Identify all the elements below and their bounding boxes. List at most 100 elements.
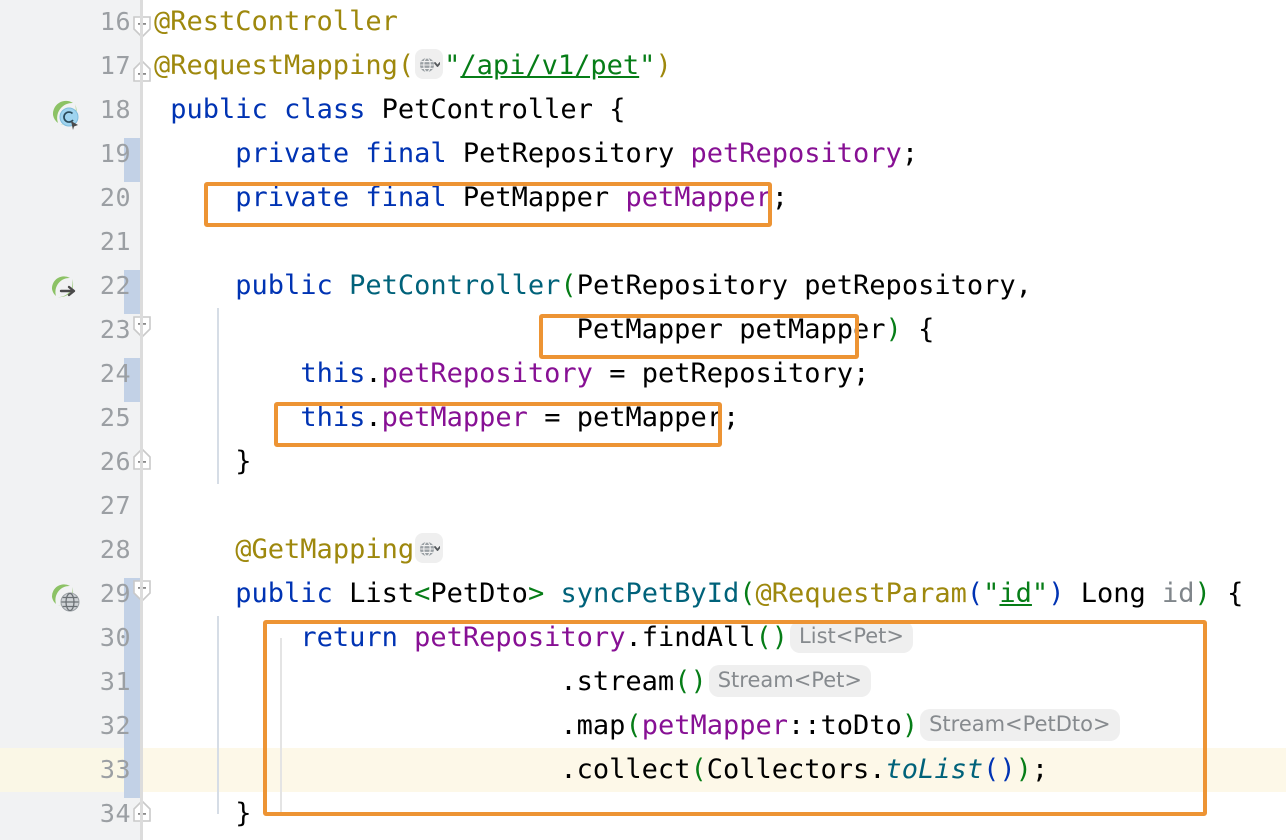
brace-open: {	[609, 94, 626, 125]
code-line-18[interactable]: public class PetController {	[154, 88, 625, 132]
type-petrepository[interactable]: PetRepository	[462, 138, 675, 169]
web-reference-globe-badge[interactable]	[415, 49, 444, 79]
paren-close: )	[901, 710, 919, 741]
line-number: 27	[99, 491, 131, 520]
line-number: 34	[99, 799, 131, 828]
field-petmapper[interactable]: petMapper	[381, 402, 528, 433]
spring-bean-class-icon[interactable]	[49, 98, 81, 130]
code-line-31[interactable]: .stream()Stream<Pet>	[154, 660, 871, 704]
constructor-name-petcontroller[interactable]: PetController	[349, 270, 561, 301]
brace-open: {	[918, 314, 935, 345]
comma: ,	[1015, 270, 1032, 301]
class-collectors[interactable]: Collectors	[706, 754, 870, 785]
web-reference-globe-badge[interactable]	[415, 533, 444, 563]
code-line-34[interactable]: }	[154, 792, 252, 836]
code-line-19[interactable]: private final PetRepository petRepositor…	[154, 132, 918, 176]
param-petmapper[interactable]: petMapper	[576, 402, 724, 433]
method-call-collect[interactable]: collect	[576, 754, 691, 785]
code-line-25[interactable]: this.petMapper = petMapper;	[154, 396, 739, 440]
line-number: 16	[99, 7, 131, 36]
static-method-tolist[interactable]: toList	[885, 754, 984, 785]
line-number: 25	[99, 403, 131, 432]
generic-type-petdto[interactable]: PetDto	[430, 578, 528, 609]
code-line-29[interactable]: public List<PetDto> syncPetById(@Request…	[154, 572, 1243, 616]
brace-open: {	[1227, 578, 1244, 609]
param-type-petmapper[interactable]: PetMapper	[576, 314, 723, 345]
field-petrepository[interactable]: petRepository	[381, 358, 593, 389]
keyword-class: class	[284, 94, 366, 125]
code-line-20[interactable]: private final PetMapper petMapper;	[154, 176, 788, 220]
field-petmapper[interactable]: petMapper	[641, 710, 789, 741]
paren-close: )	[1015, 754, 1032, 785]
param-petrepository[interactable]: petRepository	[641, 358, 854, 389]
class-name-petcontroller[interactable]: PetController	[381, 94, 593, 125]
inlay-hint-type[interactable]: Stream<PetDto>	[920, 709, 1120, 741]
code-line-26[interactable]: }	[154, 440, 252, 484]
semicolon: ;	[901, 138, 919, 169]
field-petmapper[interactable]: petMapper	[625, 182, 772, 213]
paren-open: (	[625, 710, 642, 741]
paren-open: (	[690, 754, 707, 785]
dot: .	[365, 358, 382, 389]
caret-line-highlight	[0, 748, 1286, 792]
line-number: 17	[99, 51, 131, 80]
semicolon: ;	[1031, 754, 1049, 785]
code-line-22[interactable]: public PetController(PetRepository petRe…	[154, 264, 1032, 308]
line-number: 20	[99, 183, 131, 212]
code-text-area[interactable]: @RestController @RequestMapping("/api/v1…	[143, 0, 1286, 840]
vcs-change-marker[interactable]	[124, 138, 140, 182]
keyword-private: private	[235, 138, 350, 169]
editor-gutter[interactable]: 16 17 18 19 20 21 22 23 24 25 26 27 28 2…	[0, 0, 151, 840]
indent-guide	[217, 308, 219, 484]
inlay-hint-type[interactable]: List<Pet>	[790, 621, 914, 653]
vcs-change-marker[interactable]	[124, 270, 140, 314]
code-line-32[interactable]: .map(petMapper::toDto)Stream<PetDto>	[154, 704, 1120, 748]
generic-close: >	[527, 578, 545, 609]
type-petmapper[interactable]: PetMapper	[462, 182, 610, 213]
code-line-16[interactable]: @RestController	[154, 0, 398, 44]
paren-open: (	[560, 270, 577, 301]
param-type-petrepository[interactable]: PetRepository	[576, 270, 789, 301]
brace-close: }	[235, 798, 252, 829]
line-number: 24	[99, 359, 131, 388]
field-petrepository[interactable]: petRepository	[690, 138, 902, 169]
line-number: 23	[99, 315, 131, 344]
code-line-17[interactable]: @RequestMapping("/api/v1/pet")	[154, 44, 672, 88]
code-line-24[interactable]: this.petRepository = petRepository;	[154, 352, 869, 396]
keyword-this: this	[300, 358, 366, 389]
param-type-long[interactable]: Long	[1080, 578, 1146, 609]
method-call-stream[interactable]: stream	[576, 666, 675, 697]
inlay-hint-type[interactable]: Stream<Pet>	[708, 665, 871, 697]
code-line-23[interactable]: PetMapper petMapper) {	[154, 308, 935, 352]
paren-open: (	[966, 578, 984, 609]
keyword-return: return	[300, 622, 398, 653]
keyword-public: public	[170, 94, 268, 125]
method-reference-todto[interactable]: ::toDto	[788, 710, 902, 741]
paren-close: )	[885, 314, 902, 345]
vcs-change-marker[interactable]	[124, 578, 140, 798]
request-param-value-id[interactable]: id	[999, 578, 1032, 609]
method-name-syncpetbyid[interactable]: syncPetById	[560, 578, 740, 609]
vcs-change-marker[interactable]	[124, 358, 140, 402]
param-name-petmapper[interactable]: petMapper	[739, 314, 886, 345]
param-name-id[interactable]: id	[1162, 578, 1195, 609]
paren-close: )	[1194, 578, 1211, 609]
annotation-close-paren: )	[655, 50, 672, 81]
code-line-30[interactable]: return petRepository.findAll()List<Pet>	[154, 616, 914, 660]
method-call-map[interactable]: map	[576, 710, 626, 741]
code-line-33[interactable]: .collect(Collectors.toList());	[154, 748, 1048, 792]
brace-close: }	[235, 446, 252, 477]
request-mapping-url[interactable]: /api/v1/pet	[460, 50, 640, 81]
param-name-petrepository[interactable]: petRepository	[804, 270, 1016, 301]
string-quote-open: "	[444, 50, 461, 81]
keyword-private: private	[235, 182, 350, 213]
spring-request-mapping-icon[interactable]	[49, 583, 81, 615]
code-line-28[interactable]: @GetMapping	[154, 528, 444, 572]
method-call-findall[interactable]: findAll	[641, 622, 756, 653]
return-type-list[interactable]: List	[349, 578, 415, 609]
line-number: 22	[99, 271, 131, 300]
field-petrepository[interactable]: petRepository	[414, 622, 626, 653]
spring-bean-autowired-icon[interactable]	[49, 274, 81, 306]
call-parens: ()	[674, 666, 707, 697]
